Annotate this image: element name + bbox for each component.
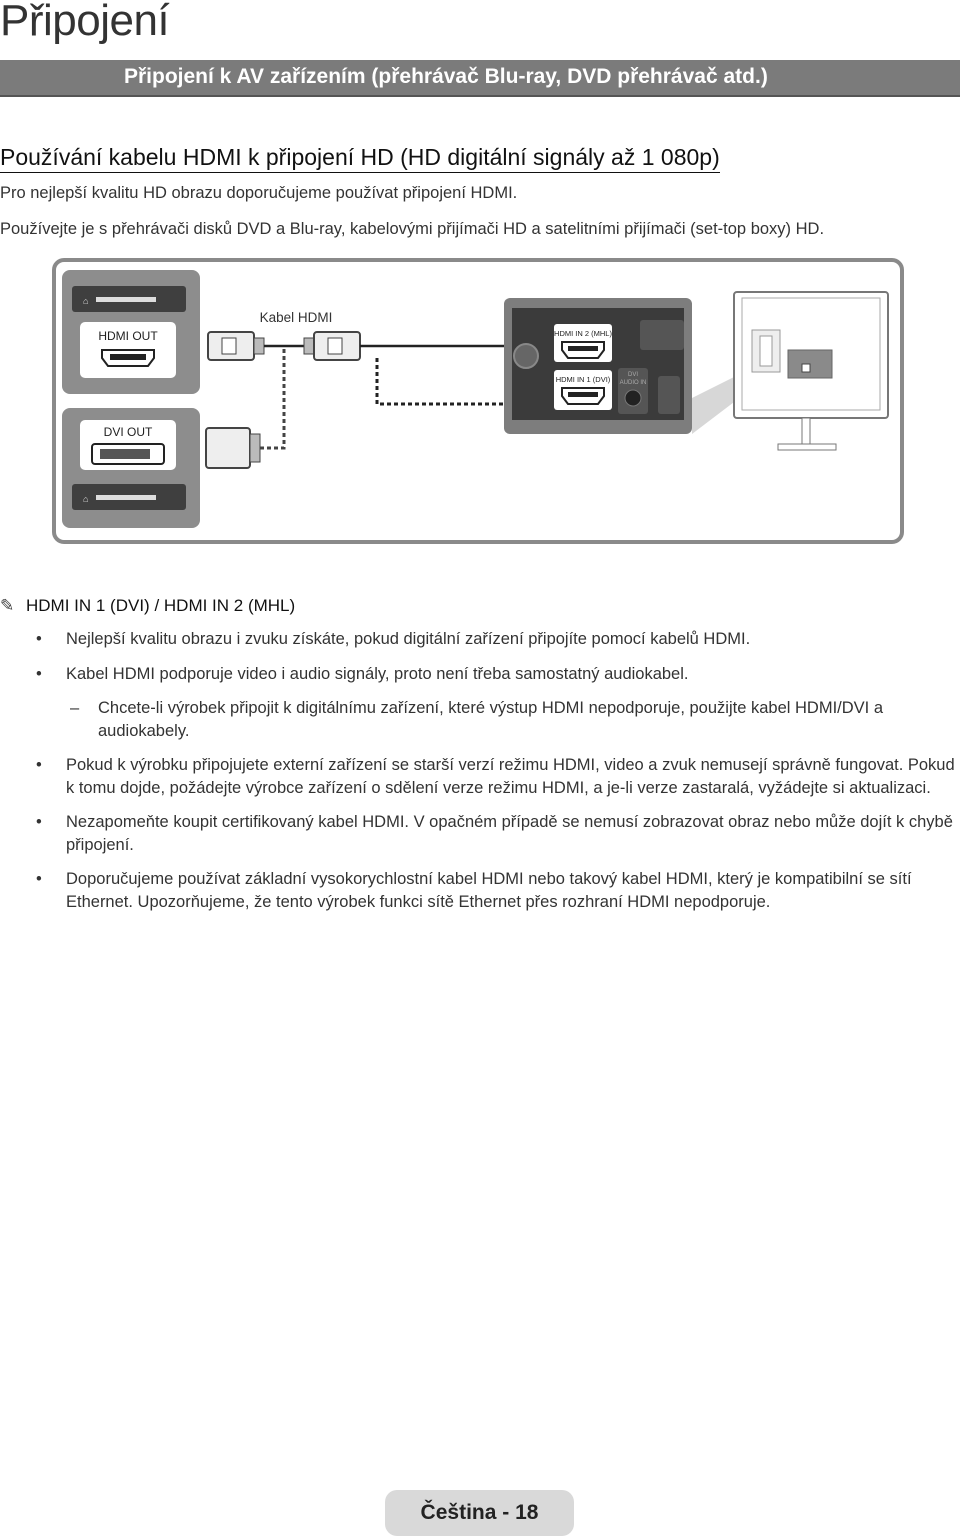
section-header-title: Připojení k AV zařízením (přehrávač Blu-… [124,65,768,88]
source-device-dvi: DVI OUT ⌂ [62,408,200,528]
sub-heading: Používání kabelu HDMI k připojení HD (HD… [0,144,720,173]
connection-diagram: ⌂ HDMI OUT DVI OUT ⌂ Kabel HDMI [52,258,904,544]
hdmi-out-label: HDMI OUT [98,329,158,343]
cable-label: Kabel HDMI [260,310,333,325]
pencil-icon: ✎ [0,596,15,615]
list-item-text: Chcete-li výrobek připojit k digitálnímu… [98,699,884,740]
intro-line-1: Pro nejlepší kvalitu HD obrazu doporučuj… [0,184,518,202]
list-item: • Nejlepší kvalitu obrazu i zvuku získáte… [0,628,960,651]
list-item: • Nezapomeňte koupit certifikovaný kabel … [0,811,960,856]
dvi-out-label: DVI OUT [104,425,153,439]
svg-text:⌂: ⌂ [83,494,88,504]
source-device-hdmi: ⌂ HDMI OUT [62,270,200,394]
bullet-icon: • [36,630,42,648]
port-hdmi1-label: HDMI IN 1 (DVI) [556,375,611,384]
page-footer: Čeština - 18 [385,1490,574,1536]
bullet-icon: • [36,664,42,683]
hdmi-cable [207,331,552,361]
bullet-icon: • [36,813,42,831]
port-dvi-audio-label: DVI [628,372,638,378]
list-item-text: Nezapomeňte koupit certifikovaný kabel H… [66,813,953,854]
dash-icon: – [70,699,80,717]
list-item-text: Nejlepší kvalitu obrazu i zvuku získáte,… [66,630,751,648]
tv-port-panel: HDMI IN 2 (MHL) HDMI IN 1 (DVI) DVI AUDI… [504,298,692,434]
list-item-text: Pokud k výrobku připojujete externí zaří… [66,756,955,797]
note-list: • Nejlepší kvalitu obrazu i zvuku získáte… [0,628,960,913]
list-item: • Kabel HDMI podporuje video i audio sign… [0,663,960,686]
tv-set [733,291,889,451]
list-item: • Doporučujeme používat základní vysokory… [0,868,960,913]
bullet-icon: • [36,756,42,774]
intro-line-2: Používejte je s přehrávači disků DVD a B… [0,220,825,238]
svg-text:⌂: ⌂ [83,296,88,306]
page-title: Připojení [0,0,170,45]
note-heading-text: HDMI IN 1 (DVI) / HDMI IN 2 (MHL) [26,596,296,615]
list-item-text: Doporučujeme používat základní vysokoryc… [66,870,912,911]
port-audio-label: AUDIO IN [620,380,647,386]
section-header-bar: Připojení k AV zařízením (přehrávač Blu-… [0,60,960,97]
note-heading: ✎ HDMI IN 1 (DVI) / HDMI IN 2 (MHL) [0,596,295,616]
list-item-dash: –Chcete-li výrobek připojit k digitálním… [0,697,960,742]
bullet-icon: • [36,870,42,888]
list-item: • Pokud k výrobku připojujete externí zař… [0,754,960,799]
list-item-text: Kabel HDMI podporuje video i audio signá… [66,664,689,683]
port-hdmi2-label: HDMI IN 2 (MHL) [554,329,612,338]
